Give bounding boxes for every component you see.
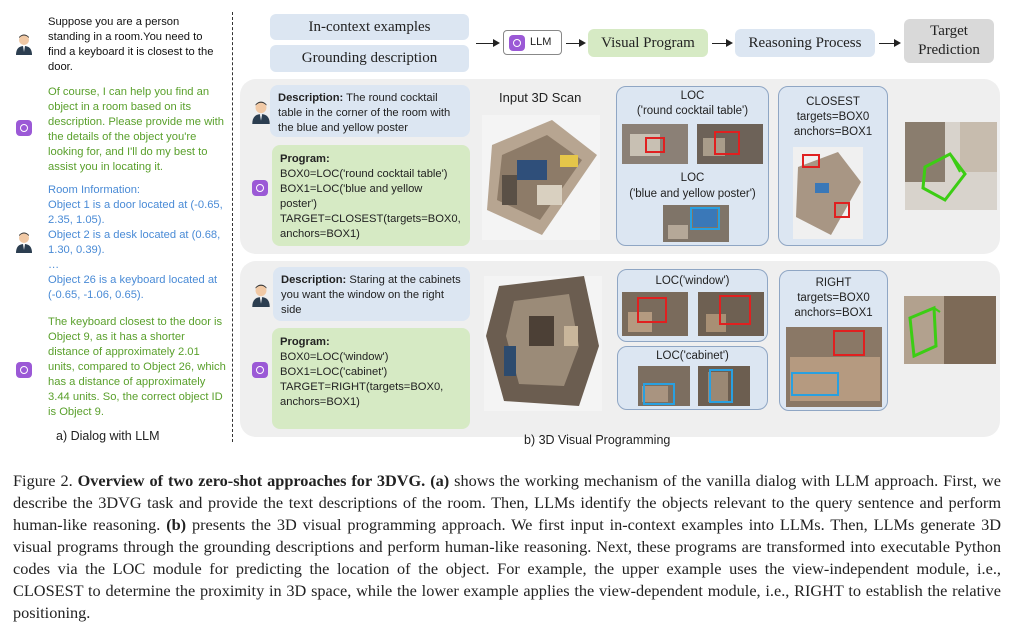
- right-result-image: [786, 327, 882, 407]
- description-label: Description:: [278, 92, 344, 104]
- caption-title: Overview of two zero-shot approaches for…: [77, 471, 426, 490]
- input-3d-scan-image: [484, 276, 602, 411]
- loc-label: LOC('cabinet'): [656, 350, 729, 362]
- reasoning-process-box: Reasoning Process: [735, 29, 875, 57]
- chatgpt-icon: [16, 120, 32, 136]
- description-text: Staring at the cabinets you want the win…: [281, 274, 461, 316]
- relation-targets: targets=BOX0: [797, 292, 870, 304]
- ellipsis: …: [48, 259, 60, 271]
- caption-text-2: presents the 3D visual programming appro…: [13, 515, 1001, 622]
- object-line: Object 26 is a keyboard located at (-0.6…: [48, 274, 218, 301]
- object-line: Object 1 is a door located at (-0.65, 2.…: [48, 199, 223, 226]
- arrow-icon: [566, 39, 586, 47]
- closest-result-image: [793, 147, 863, 239]
- figure-number: Figure 2.: [13, 471, 73, 490]
- right-module-box: RIGHT targets=BOX0 anchors=BOX1: [779, 270, 888, 411]
- relation-targets: targets=BOX0: [796, 111, 870, 123]
- subcaption-b: b) 3D Visual Programming: [524, 433, 671, 447]
- visual-program-box: Visual Program: [588, 29, 708, 57]
- input-3d-scan-image: [482, 115, 600, 240]
- arrow-icon: [476, 39, 500, 47]
- room-info-heading: Room Information:: [48, 184, 141, 196]
- llm-label: LLM: [530, 36, 552, 48]
- arrow-icon: [712, 39, 733, 47]
- user-avatar-icon: [16, 232, 32, 253]
- loc-result-image: [638, 366, 690, 406]
- program-line: BOX0=LOC('window'): [280, 351, 389, 363]
- lower-program: Program: BOX0=LOC('window') BOX1=LOC('ca…: [272, 328, 470, 429]
- user-message-1: Suppose you are a person standing in a r…: [48, 16, 214, 73]
- program-line: TARGET=RIGHT(targets=BOX0, anchors=BOX1): [280, 381, 444, 408]
- program-line: BOX0=LOC('round cocktail table'): [280, 168, 448, 180]
- loc-result-image: [663, 205, 729, 242]
- relation-anchors: anchors=BOX1: [793, 126, 873, 138]
- chatgpt-icon: [16, 362, 32, 378]
- chatgpt-icon: [252, 180, 268, 196]
- target-prediction-image: [904, 296, 996, 364]
- loc-window-box: LOC('window'): [617, 269, 768, 342]
- relation-title: RIGHT: [815, 277, 852, 289]
- user-avatar-icon: [252, 101, 270, 124]
- chatgpt-icon: [252, 362, 268, 378]
- loc-result-image: [622, 124, 688, 164]
- llm-box: LLM: [503, 30, 562, 55]
- description-label: Description:: [281, 274, 347, 286]
- program-label: Program:: [280, 153, 330, 165]
- caption-text-1: shows the working mechanism of the vanil…: [13, 471, 1001, 534]
- program-line: BOX1=LOC('blue and yellow poster'): [280, 183, 423, 210]
- loc-cabinet-box: LOC('cabinet'): [617, 346, 768, 410]
- program-label: Program:: [280, 336, 330, 348]
- program-line: TARGET=CLOSEST(targets=BOX0, anchors=BOX…: [280, 213, 461, 240]
- llm-message-2: The keyboard closest to the door is Obje…: [48, 316, 226, 418]
- loc-label: LOC('window'): [655, 275, 730, 287]
- object-line: Object 2 is a desk located at (0.68, 1.3…: [48, 229, 221, 256]
- subcaption-a: a) Dialog with LLM: [56, 429, 160, 443]
- lower-description: Description: Staring at the cabinets you…: [273, 267, 470, 321]
- figure-caption: Figure 2. Overview of two zero-shot appr…: [13, 470, 1001, 624]
- target-prediction-image: [905, 122, 997, 210]
- loc-result-image: [698, 366, 750, 406]
- user-avatar-icon: [16, 34, 32, 55]
- llm-message-1: Of course, I can help you find an object…: [48, 86, 224, 173]
- loc-result-image: [622, 292, 688, 336]
- separator-line: [232, 12, 233, 442]
- input-scan-label: Input 3D Scan: [499, 90, 582, 105]
- target-prediction-box: Target Prediction: [904, 19, 994, 63]
- user-avatar-icon: [252, 284, 270, 307]
- program-line: BOX1=LOC('cabinet'): [280, 366, 388, 378]
- grounding-description-box: Grounding description: [270, 45, 469, 72]
- arrow-icon: [879, 39, 901, 47]
- loc-argument: ('blue and yellow poster'): [629, 188, 756, 200]
- caption-tag-a: (a): [430, 471, 450, 490]
- upper-program: Program: BOX0=LOC('round cocktail table'…: [272, 145, 470, 246]
- closest-module-box: CLOSEST targets=BOX0 anchors=BOX1: [778, 86, 888, 246]
- upper-description: Description: The round cocktail table in…: [270, 85, 470, 137]
- loc-module-box: LOC ('round cocktail table') LOC ('blue …: [616, 86, 769, 246]
- loc-result-image: [698, 292, 764, 336]
- loc-result-image: [697, 124, 763, 164]
- chatgpt-icon: [509, 35, 525, 51]
- in-context-examples-box: In-context examples: [270, 14, 469, 40]
- loc-title: LOC: [680, 172, 705, 184]
- caption-tag-b: (b): [166, 515, 187, 534]
- relation-anchors: anchors=BOX1: [794, 307, 873, 319]
- relation-title: CLOSEST: [806, 96, 860, 108]
- loc-argument: ('round cocktail table'): [636, 105, 749, 117]
- room-info-message: Room Information: Object 1 is a door loc…: [48, 183, 228, 303]
- description-text: The round cocktail table in the corner o…: [278, 92, 451, 134]
- loc-title: LOC: [680, 90, 705, 102]
